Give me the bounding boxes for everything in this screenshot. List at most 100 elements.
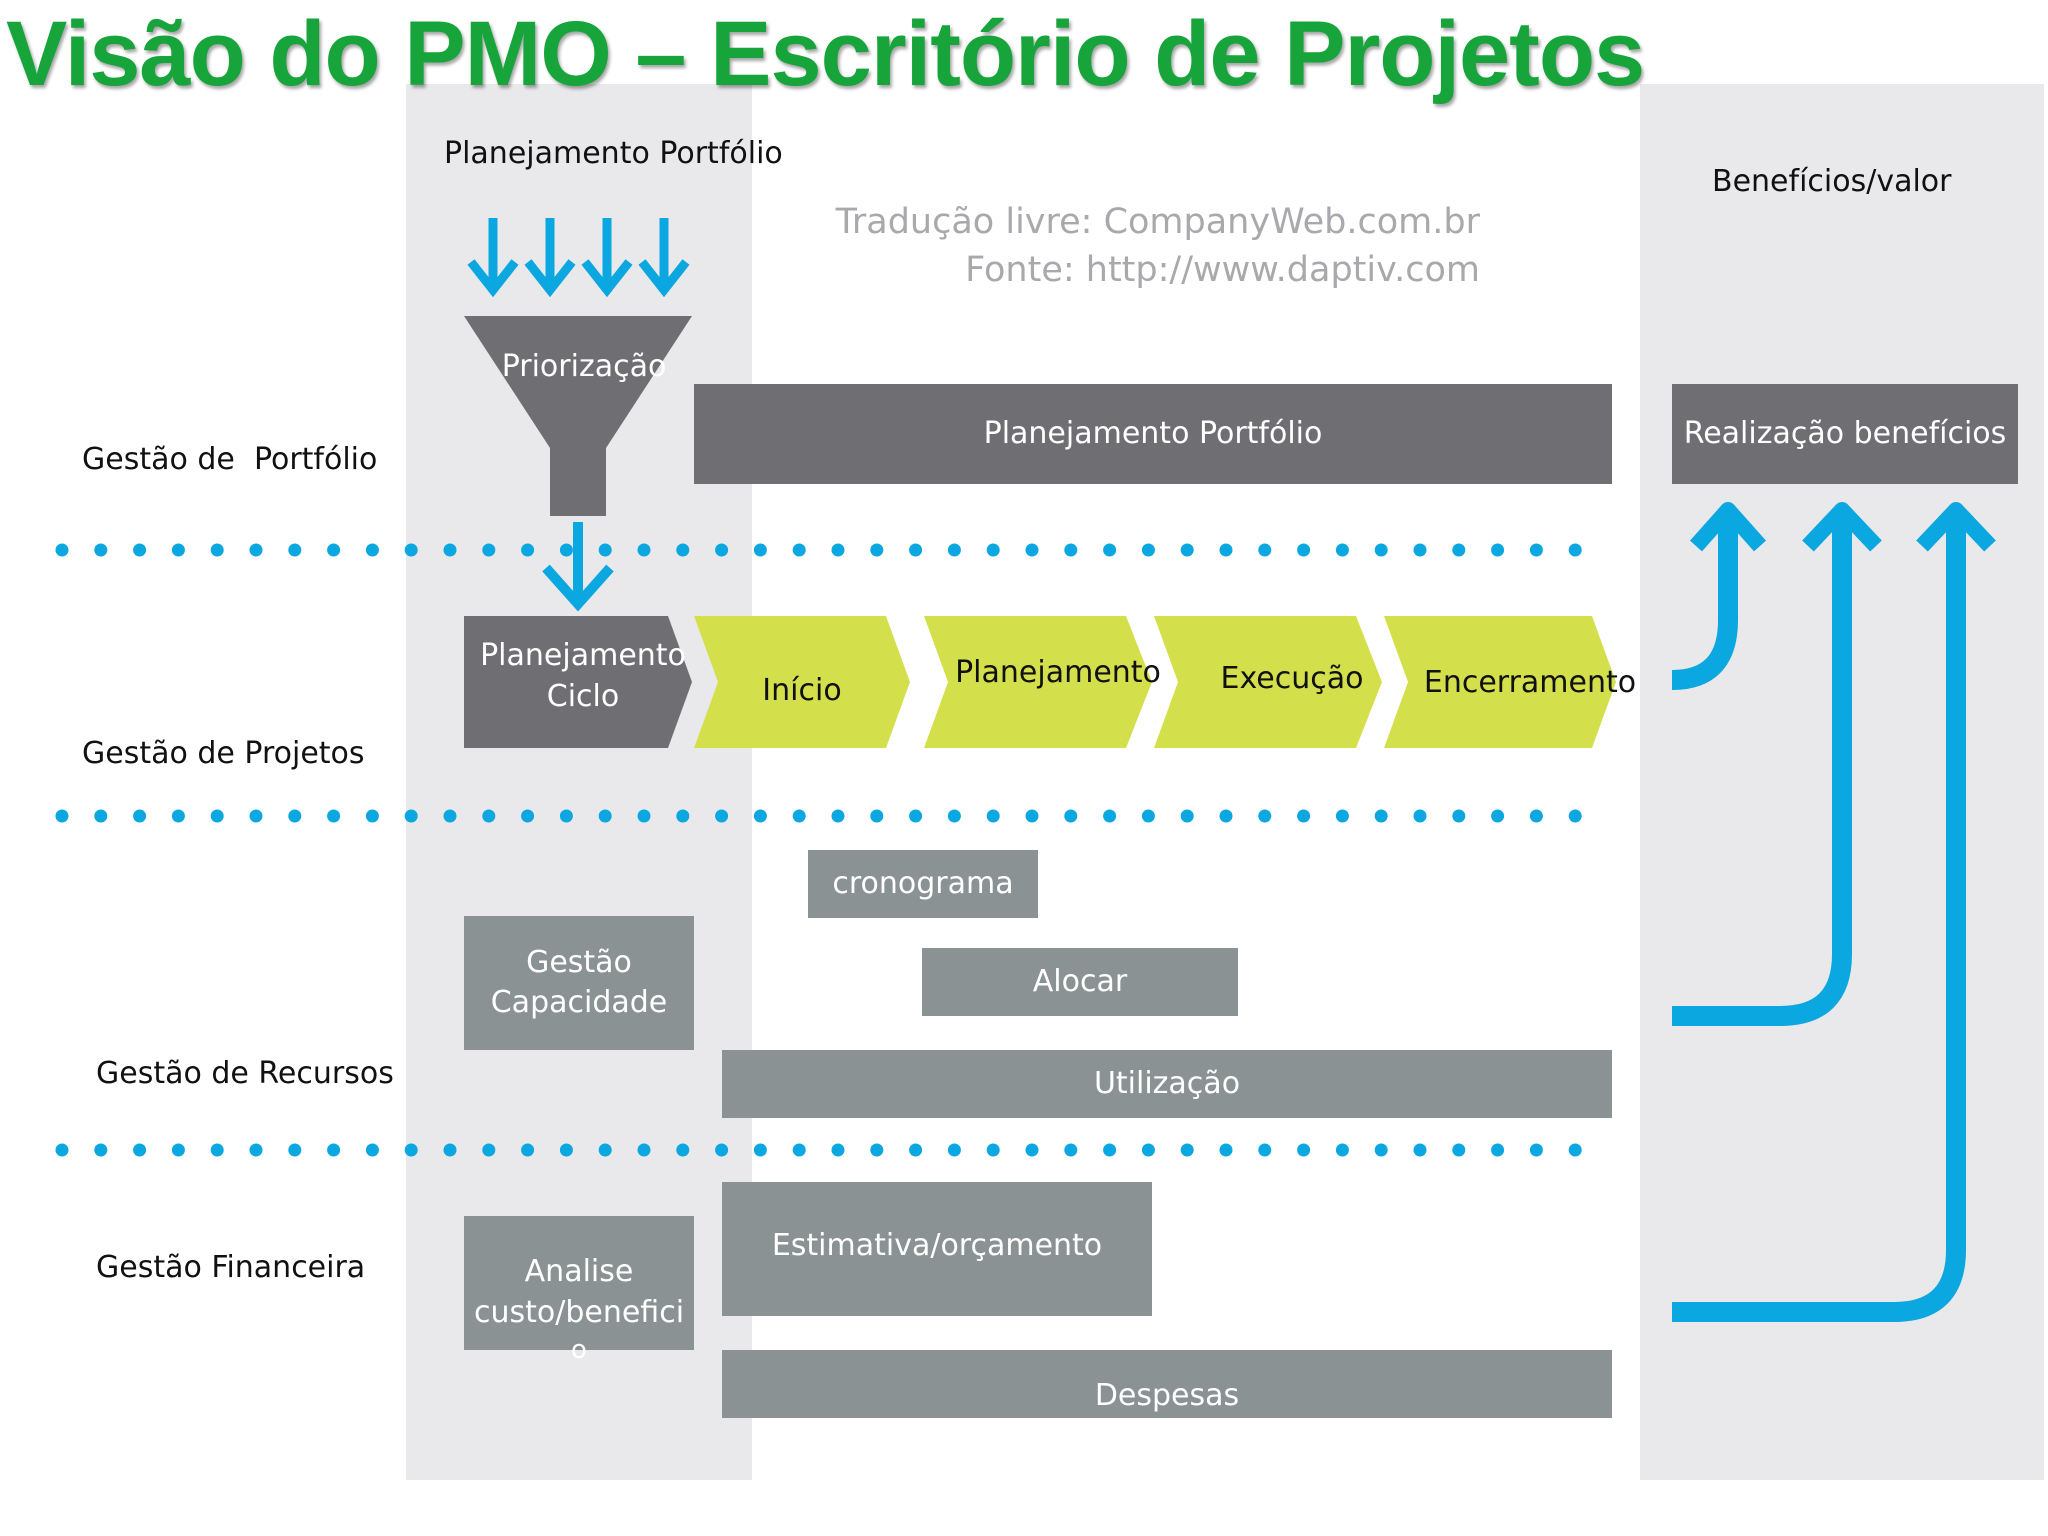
- separator-dot: [1413, 809, 1427, 823]
- separator-dot: [986, 1143, 1000, 1157]
- separator-dot: [1413, 1143, 1427, 1157]
- separator-dot: [1529, 543, 1543, 557]
- separator-dot: [1025, 809, 1039, 823]
- separator-dot: [133, 1143, 147, 1157]
- cycle-box-line2: Ciclo: [547, 679, 619, 714]
- separator-dot: [1064, 809, 1078, 823]
- separator-dot: [1568, 1143, 1582, 1157]
- separator-dot: [1219, 809, 1233, 823]
- separator-dot: [1141, 1143, 1155, 1157]
- translation-credit: Tradução livre: CompanyWeb.com.br: [835, 202, 1480, 242]
- allocate-box: Alocar: [922, 948, 1238, 1016]
- arrow-down-icon: [542, 522, 614, 612]
- row-label-resources: Gestão de Recursos: [96, 1056, 394, 1091]
- separator-dot: [909, 809, 923, 823]
- separator-dot: [1413, 543, 1427, 557]
- separator-dot: [598, 809, 612, 823]
- separator-dot: [986, 543, 1000, 557]
- separator-dot: [1258, 1143, 1272, 1157]
- separator-dot: [1452, 809, 1466, 823]
- separator-dot: [1297, 543, 1311, 557]
- separator-dot: [598, 1143, 612, 1157]
- separator-dot: [870, 543, 884, 557]
- capacity-line1: Gestão: [526, 944, 632, 980]
- benefits-realization-box: Realização benefícios: [1672, 384, 2018, 484]
- separator-dot: [288, 1143, 302, 1157]
- separator-dot: [1491, 543, 1505, 557]
- separator-dot: [55, 809, 69, 823]
- separator-dot: [909, 543, 923, 557]
- arrow-down-icon: [581, 218, 633, 298]
- separator-dot: [482, 543, 496, 557]
- separator-dot: [1491, 1143, 1505, 1157]
- separator-dot: [521, 809, 535, 823]
- separator-dot: [1374, 543, 1388, 557]
- separator-dot: [676, 543, 690, 557]
- separator-dot: [598, 543, 612, 557]
- phase-chevron: [924, 616, 1152, 748]
- separator-dot: [559, 809, 573, 823]
- funnel-label: Priorização: [502, 349, 667, 384]
- separator-dot: [365, 543, 379, 557]
- separator-dot: [443, 543, 457, 557]
- phase-chevron: [1154, 616, 1382, 748]
- separator-dot: [327, 809, 341, 823]
- separator-dot: [210, 1143, 224, 1157]
- separator-dot: [637, 809, 651, 823]
- separator-dot: [1374, 1143, 1388, 1157]
- separator-dot: [831, 543, 845, 557]
- schedule-box: cronograma: [808, 850, 1038, 918]
- cost-benefit-line3: o: [571, 1335, 587, 1365]
- portfolio-planning-bar: Planejamento Portfólio: [694, 384, 1612, 484]
- row-label-portfolio: Gestão de Portfólio: [82, 442, 378, 477]
- separator-dot: [210, 809, 224, 823]
- separator-dot: [288, 543, 302, 557]
- separator-dot: [249, 543, 263, 557]
- cost-benefit-line1: Analise: [524, 1254, 634, 1289]
- arrow-down-icon: [638, 218, 690, 298]
- separator-dot: [1452, 1143, 1466, 1157]
- separator-dot: [715, 543, 729, 557]
- phase-chevron: [1384, 616, 1616, 748]
- separator-dot: [870, 1143, 884, 1157]
- separator-dot: [831, 1143, 845, 1157]
- separator-dot: [365, 1143, 379, 1157]
- separator-dot: [676, 1143, 690, 1157]
- source-credit: Fonte: http://www.daptiv.com: [965, 250, 1480, 290]
- phase-label: Encerramento: [1424, 665, 1636, 700]
- separator-dot: [1335, 809, 1349, 823]
- separator-dot: [753, 1143, 767, 1157]
- separator-dot: [1529, 809, 1543, 823]
- separator-dot: [1452, 543, 1466, 557]
- separator-dot: [831, 809, 845, 823]
- separator-dot: [249, 1143, 263, 1157]
- row-label-financial: Gestão Financeira: [96, 1250, 366, 1285]
- separator-dot: [1219, 543, 1233, 557]
- separator-dot: [1529, 1143, 1543, 1157]
- separator-dot: [947, 1143, 961, 1157]
- separator-dot: [909, 1143, 923, 1157]
- separator-dot: [521, 1143, 535, 1157]
- separator-dot: [404, 809, 418, 823]
- separator-dot: [404, 1143, 418, 1157]
- separator-dot: [753, 543, 767, 557]
- separator-dot: [559, 1143, 573, 1157]
- separator-dot: [870, 809, 884, 823]
- separator-dot: [1064, 1143, 1078, 1157]
- separator-dot: [986, 809, 1000, 823]
- separator-dot: [1025, 1143, 1039, 1157]
- separator-dot: [1103, 1143, 1117, 1157]
- separator-dot: [792, 809, 806, 823]
- arrow-down-icon: [467, 218, 519, 298]
- separator-dot: [792, 1143, 806, 1157]
- separator-dot: [55, 543, 69, 557]
- benefits-header: Benefícios/valor: [1712, 164, 1952, 199]
- separator-dot: [94, 1143, 108, 1157]
- separator-dot: [171, 1143, 185, 1157]
- portfolio-planning-header: Planejamento Portfólio: [444, 136, 783, 171]
- cost-benefit-box: Analise custo/benefici o: [464, 1216, 694, 1365]
- separator-dot: [1297, 1143, 1311, 1157]
- separator-dot: [1064, 543, 1078, 557]
- separator-dot: [715, 809, 729, 823]
